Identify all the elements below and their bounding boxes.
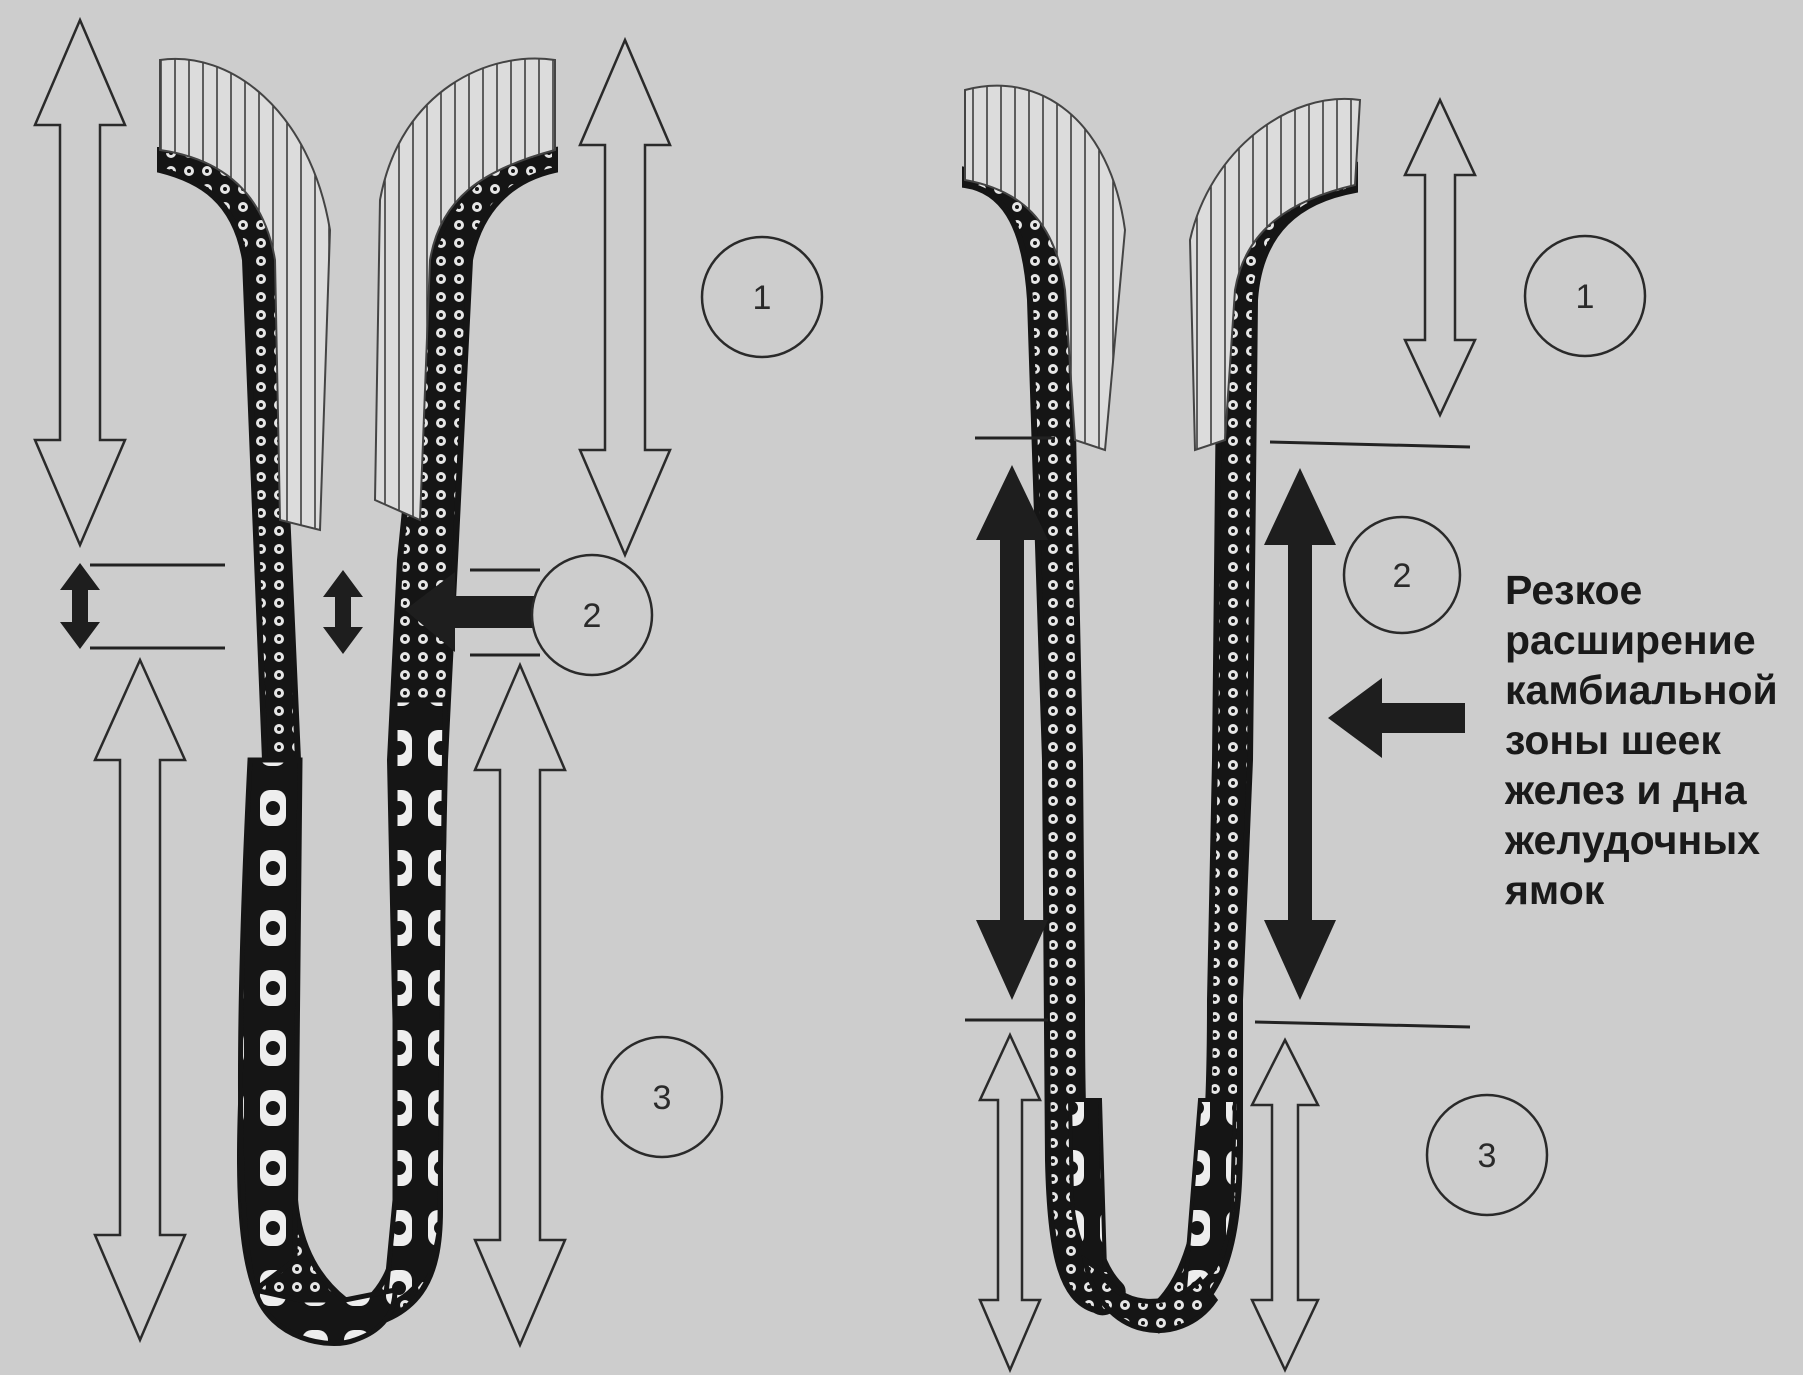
caption-line-2: расширение bbox=[1505, 615, 1795, 665]
left-gland-fundus-left bbox=[240, 760, 300, 1290]
right-gland-surface-epithelium-right bbox=[1190, 99, 1360, 450]
left-outer-hollow-arrow-bottom bbox=[95, 660, 185, 1340]
right-inner-hollow-arrow-bottom bbox=[1252, 1040, 1318, 1370]
left-gland bbox=[160, 59, 555, 1344]
left-small-solid-double-arrow-outer bbox=[60, 563, 100, 649]
left-inner-hollow-arrow-top bbox=[580, 40, 670, 555]
right-zone-1-circle: 1 bbox=[1525, 236, 1645, 356]
caption-expansion-cambial-zone: Резкое расширение камбиальной зоны шеек … bbox=[1505, 565, 1795, 915]
right-zone-2-circle: 2 bbox=[1344, 517, 1460, 633]
right-inner-hollow-arrow-top bbox=[1405, 100, 1475, 415]
left-zone-1-label: 1 bbox=[753, 279, 772, 317]
left-gland-fundus-right bbox=[385, 700, 445, 1305]
right-zone2-bottom-line-right bbox=[1255, 1022, 1470, 1027]
right-solid-left-arrow bbox=[1328, 678, 1465, 758]
caption-line-1: Резкое bbox=[1505, 565, 1795, 615]
left-zone-1-circle: 1 bbox=[702, 237, 822, 357]
right-zone-2-label: 2 bbox=[1393, 557, 1412, 595]
caption-line-4: зоны шеек bbox=[1505, 715, 1795, 765]
left-small-solid-double-arrow-inner bbox=[323, 570, 363, 654]
right-zone-3-label: 3 bbox=[1478, 1137, 1497, 1175]
left-gland-wall-right bbox=[345, 150, 555, 1330]
right-zone2-top-line-right bbox=[1270, 442, 1470, 447]
left-zone-2-label: 2 bbox=[583, 597, 602, 635]
left-outer-hollow-arrow-top bbox=[35, 20, 125, 545]
right-gland-wall-right bbox=[1150, 165, 1355, 1330]
left-zone-2-circle: 2 bbox=[532, 555, 652, 675]
caption-line-3: камбиальной bbox=[1505, 665, 1795, 715]
left-gland-bottom bbox=[255, 1290, 395, 1343]
right-outer-hollow-arrow-bottom bbox=[980, 1035, 1040, 1370]
caption-line-5: желез и дна bbox=[1505, 765, 1795, 815]
right-zone-1-label: 1 bbox=[1576, 278, 1595, 316]
left-inner-hollow-arrow-bottom bbox=[475, 665, 565, 1345]
right-inner-solid-double-arrow bbox=[1264, 468, 1336, 1000]
left-zone-3-label: 3 bbox=[653, 1079, 672, 1117]
right-zone-3-circle: 3 bbox=[1427, 1095, 1547, 1215]
caption-line-6: желудочных bbox=[1505, 815, 1795, 865]
left-zone-3-circle: 3 bbox=[602, 1037, 722, 1157]
caption-line-7: ямок bbox=[1505, 865, 1795, 915]
